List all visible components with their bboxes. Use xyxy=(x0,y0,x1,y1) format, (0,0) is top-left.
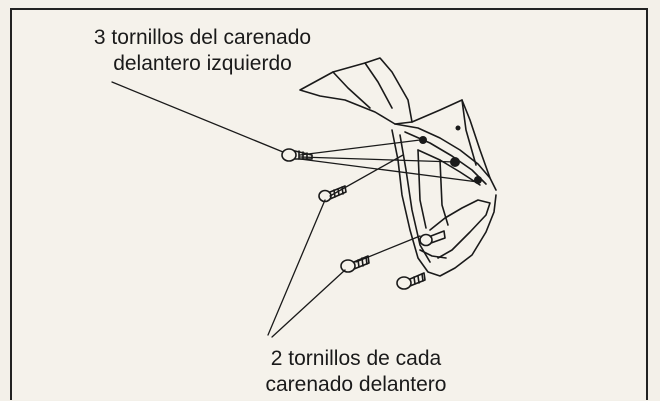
screw-bottom xyxy=(396,272,426,290)
leader-lines-bottom xyxy=(267,154,421,338)
screw-middle-left xyxy=(318,185,347,203)
screw-upper-left xyxy=(281,148,313,162)
upper-fairing-screws-label: 3 tornillos del carenado delantero izqui… xyxy=(70,25,335,77)
front-fairing-panel xyxy=(299,57,497,277)
screw-inner xyxy=(419,230,446,247)
upper-label-line-2: delantero izquierdo xyxy=(113,52,292,75)
screw-lower-left xyxy=(340,255,370,273)
leader-lines-top xyxy=(111,81,479,183)
lower-fairing-screws-label: 2 tornillos de cada carenado delantero xyxy=(240,346,472,398)
fairing-bolt-holes xyxy=(419,125,482,184)
lower-label-line-2: carenado delantero xyxy=(265,373,447,396)
upper-label-line-1: 3 tornillos del carenado xyxy=(93,26,312,49)
lower-label-line-1: 2 tornillos de cada xyxy=(270,347,442,370)
